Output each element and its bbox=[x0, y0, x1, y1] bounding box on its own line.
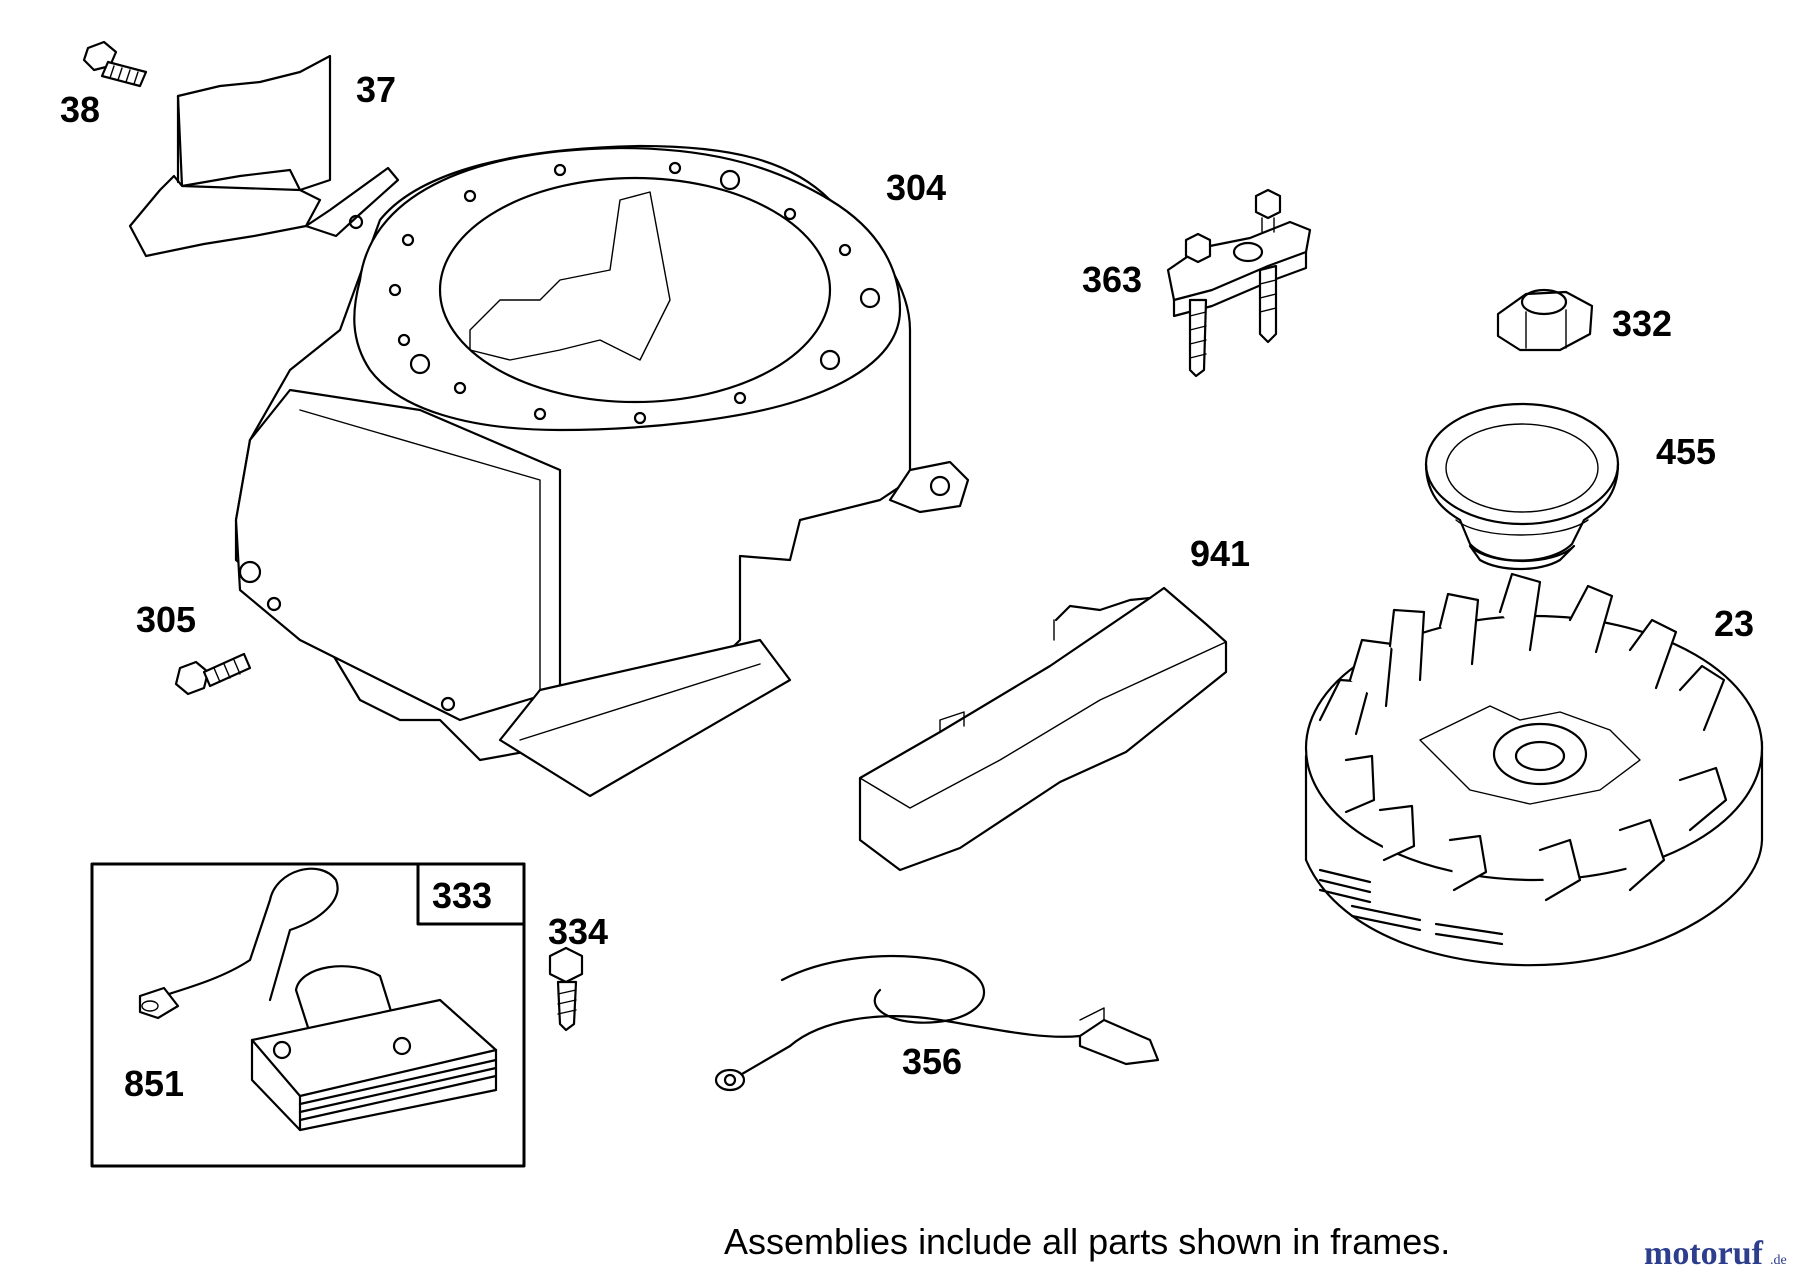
assemblies-footnote: Assemblies include all parts shown in fr… bbox=[724, 1221, 1450, 1262]
callout-334: 334 bbox=[548, 911, 608, 952]
part-333-frame bbox=[90, 862, 526, 1168]
callout-304: 304 bbox=[886, 167, 946, 208]
callout-38: 38 bbox=[60, 89, 100, 130]
callout-333: 333 bbox=[432, 875, 492, 916]
part-23-flywheel bbox=[1304, 572, 1764, 967]
callout-332: 332 bbox=[1612, 303, 1672, 344]
callout-37: 37 bbox=[356, 69, 396, 110]
part-356-wire bbox=[714, 955, 1160, 1092]
part-941-pad bbox=[858, 586, 1228, 872]
watermark-name: motoruf bbox=[1644, 1235, 1764, 1272]
callout-363: 363 bbox=[1082, 259, 1142, 300]
part-305-screw bbox=[174, 652, 252, 696]
part-455-cup bbox=[1424, 402, 1620, 571]
part-333-armature bbox=[138, 867, 498, 1132]
watermark-tld: .de bbox=[1770, 1253, 1787, 1268]
callout-851: 851 bbox=[124, 1063, 184, 1104]
callout-23: 23 bbox=[1714, 603, 1754, 644]
callout-941: 941 bbox=[1190, 533, 1250, 574]
part-363-bracket bbox=[1166, 188, 1312, 378]
motoruf-watermark-logo: motoruf .de bbox=[1644, 1235, 1787, 1272]
part-37-baffle bbox=[128, 54, 400, 258]
callout-455: 455 bbox=[1656, 431, 1716, 472]
part-304-blower-housing bbox=[234, 144, 970, 798]
callout-356: 356 bbox=[902, 1041, 962, 1082]
part-38-screw bbox=[82, 40, 148, 88]
callout-305: 305 bbox=[136, 599, 196, 640]
part-332-nut bbox=[1496, 288, 1594, 352]
part-334-screw bbox=[548, 946, 584, 1032]
